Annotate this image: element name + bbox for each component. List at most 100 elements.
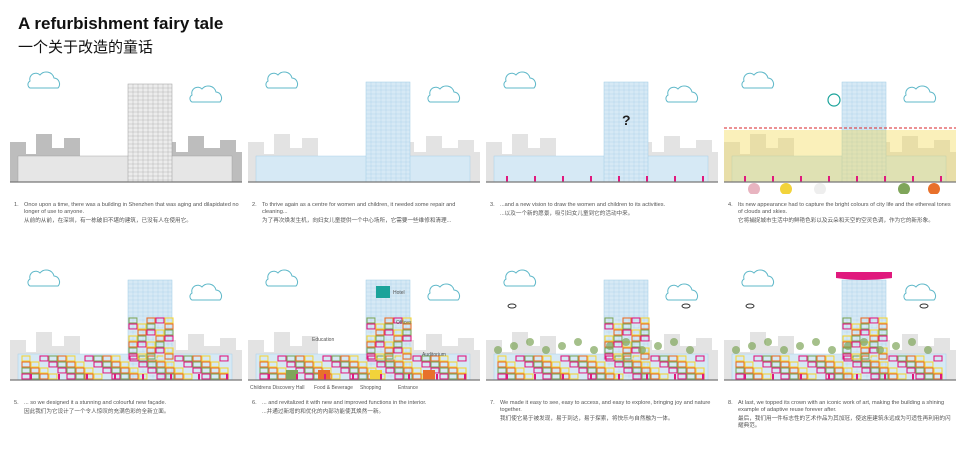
facade-frame <box>84 367 94 374</box>
facade-frame <box>111 367 121 374</box>
caption-number: 5. <box>14 400 19 406</box>
facade-frame <box>869 323 879 330</box>
caption-chinese: ...并通过新增的和优化的内部功能使其焕然一新。 <box>262 409 385 415</box>
facade-frame <box>744 361 754 368</box>
facade-frame <box>604 353 614 360</box>
facade-frame <box>851 347 861 354</box>
facade-frame <box>393 323 403 330</box>
facade-frame <box>174 355 184 362</box>
facade-frame <box>762 373 772 380</box>
facade-frame <box>129 367 139 374</box>
facade-frame <box>457 367 467 374</box>
facade-frame <box>852 367 862 374</box>
facade-frame <box>146 335 156 342</box>
facade-frame <box>587 361 597 368</box>
facade-frame <box>587 355 597 362</box>
colour-swatch <box>928 183 940 194</box>
facade-frame <box>506 367 516 374</box>
building-illustration: HotelOfficesEducationAuditoriumChildrens… <box>248 269 480 391</box>
facade-frame <box>915 355 925 362</box>
facade-frame <box>843 367 853 374</box>
facade-frame <box>30 361 40 368</box>
facade-frame <box>650 361 660 368</box>
facade-frame <box>842 323 852 330</box>
caption-chinese: 从前的从前，在深圳，有一栋破旧不堪的建筑，已没有人在使用它。 <box>24 218 192 224</box>
facade-frame <box>102 367 112 374</box>
facade-frame <box>695 367 705 374</box>
building-illustration: ? <box>486 71 718 183</box>
building-illustration <box>248 71 480 183</box>
facade-frame <box>640 329 650 336</box>
function-label: Shopping <box>360 385 381 391</box>
facade-frame <box>48 361 58 368</box>
facade-frame <box>111 355 121 362</box>
cloud-icon <box>665 283 699 301</box>
facade-frame <box>331 373 341 380</box>
facade-frame <box>128 329 138 336</box>
facade-frame <box>744 367 754 374</box>
facade-frame <box>851 341 861 348</box>
caption-number: 4. <box>728 202 733 208</box>
facade-frame <box>560 355 570 362</box>
facade-frame <box>622 323 632 330</box>
facade-frame <box>924 373 934 380</box>
cloud-icon <box>503 269 537 287</box>
tree-icon <box>558 342 566 350</box>
facade-frame <box>366 317 376 324</box>
caption-english: To thrive again as a centre for women an… <box>262 202 456 215</box>
facade-frame <box>421 361 431 368</box>
facade-frame <box>798 367 808 374</box>
cloud-icon <box>27 71 61 89</box>
facade-frame <box>57 355 67 362</box>
facade-frame <box>39 367 49 374</box>
person-icon <box>324 374 326 380</box>
facade-frame <box>358 361 368 368</box>
caption-chinese: 因此我们为它设计了一个令人惊叹的充满色彩的全新立面。 <box>24 409 170 415</box>
facade-frame <box>39 373 49 380</box>
facade-frame <box>402 329 412 336</box>
person-icon <box>86 374 88 380</box>
function-label: Entrance <box>398 385 418 391</box>
facade-frame <box>366 353 376 360</box>
hotel-icon <box>376 286 390 298</box>
person-icon <box>828 176 830 182</box>
facade-frame <box>128 341 138 348</box>
facade-frame <box>878 317 888 324</box>
facade-frame <box>457 361 467 368</box>
facade-frame <box>888 355 898 362</box>
facade-frame <box>129 373 139 380</box>
facade-frame <box>816 355 826 362</box>
facade-frame <box>780 361 790 368</box>
tree-icon <box>686 346 694 354</box>
facade-frame <box>375 317 385 324</box>
tree-icon <box>590 346 598 354</box>
building-illustration <box>486 269 718 381</box>
facade-frame <box>613 347 623 354</box>
facade-frame <box>869 341 879 348</box>
facade-frame <box>677 355 687 362</box>
facade-frame <box>641 361 651 368</box>
facade-frame <box>375 353 385 360</box>
facade-frame <box>623 361 633 368</box>
facade-frame <box>322 361 332 368</box>
facade-frame <box>304 373 314 380</box>
tree-icon <box>638 346 646 354</box>
caption-number: 3. <box>490 202 495 208</box>
facade-frame <box>75 361 85 368</box>
facade-frame <box>402 317 412 324</box>
facade-frame <box>578 361 588 368</box>
facade-frame <box>137 323 147 330</box>
facade-frame <box>878 335 888 342</box>
facade-frame <box>851 329 861 336</box>
facade-frame <box>851 353 861 360</box>
person-icon <box>534 374 536 380</box>
facade-frame <box>640 353 650 360</box>
facade-frame <box>66 367 76 374</box>
facade-frame <box>66 355 76 362</box>
cloud-icon <box>903 283 937 301</box>
person-icon <box>408 374 410 380</box>
facade-frame <box>524 355 534 362</box>
facade-frame <box>201 361 211 368</box>
facade-frame <box>138 367 148 374</box>
facade-frame <box>915 367 925 374</box>
